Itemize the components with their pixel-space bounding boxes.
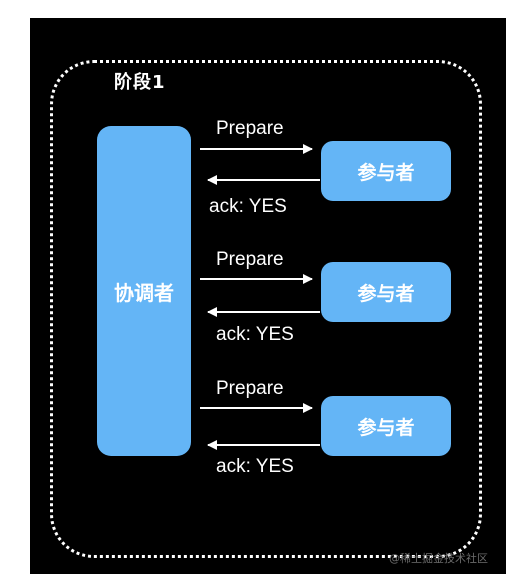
phase-boundary [50, 60, 482, 558]
participant-node-1: 参与者 [321, 141, 451, 201]
phase-title: 阶段1 [114, 72, 166, 93]
ack-label-2: ack: YES [216, 324, 294, 345]
prepare-label-1: Prepare [216, 118, 284, 139]
watermark: @稀土掘金技术社区 [389, 552, 488, 565]
participant-label-1: 参与者 [357, 161, 415, 184]
prepare-label-2: Prepare [216, 249, 284, 270]
participant-node-2: 参与者 [321, 262, 451, 322]
participant-label-3: 参与者 [357, 416, 415, 439]
ack-label-3: ack: YES [216, 456, 294, 477]
coordinator-node: 协调者 [97, 126, 191, 456]
participant-node-3: 参与者 [321, 396, 451, 456]
diagram-canvas: 阶段1 协调者 参与者 Prepare ack: YES 参与者 Prepare… [30, 18, 506, 574]
prepare-label-3: Prepare [216, 378, 284, 399]
coordinator-label: 协调者 [114, 280, 174, 305]
participant-label-2: 参与者 [357, 282, 415, 305]
ack-label-1: ack: YES [209, 196, 287, 217]
